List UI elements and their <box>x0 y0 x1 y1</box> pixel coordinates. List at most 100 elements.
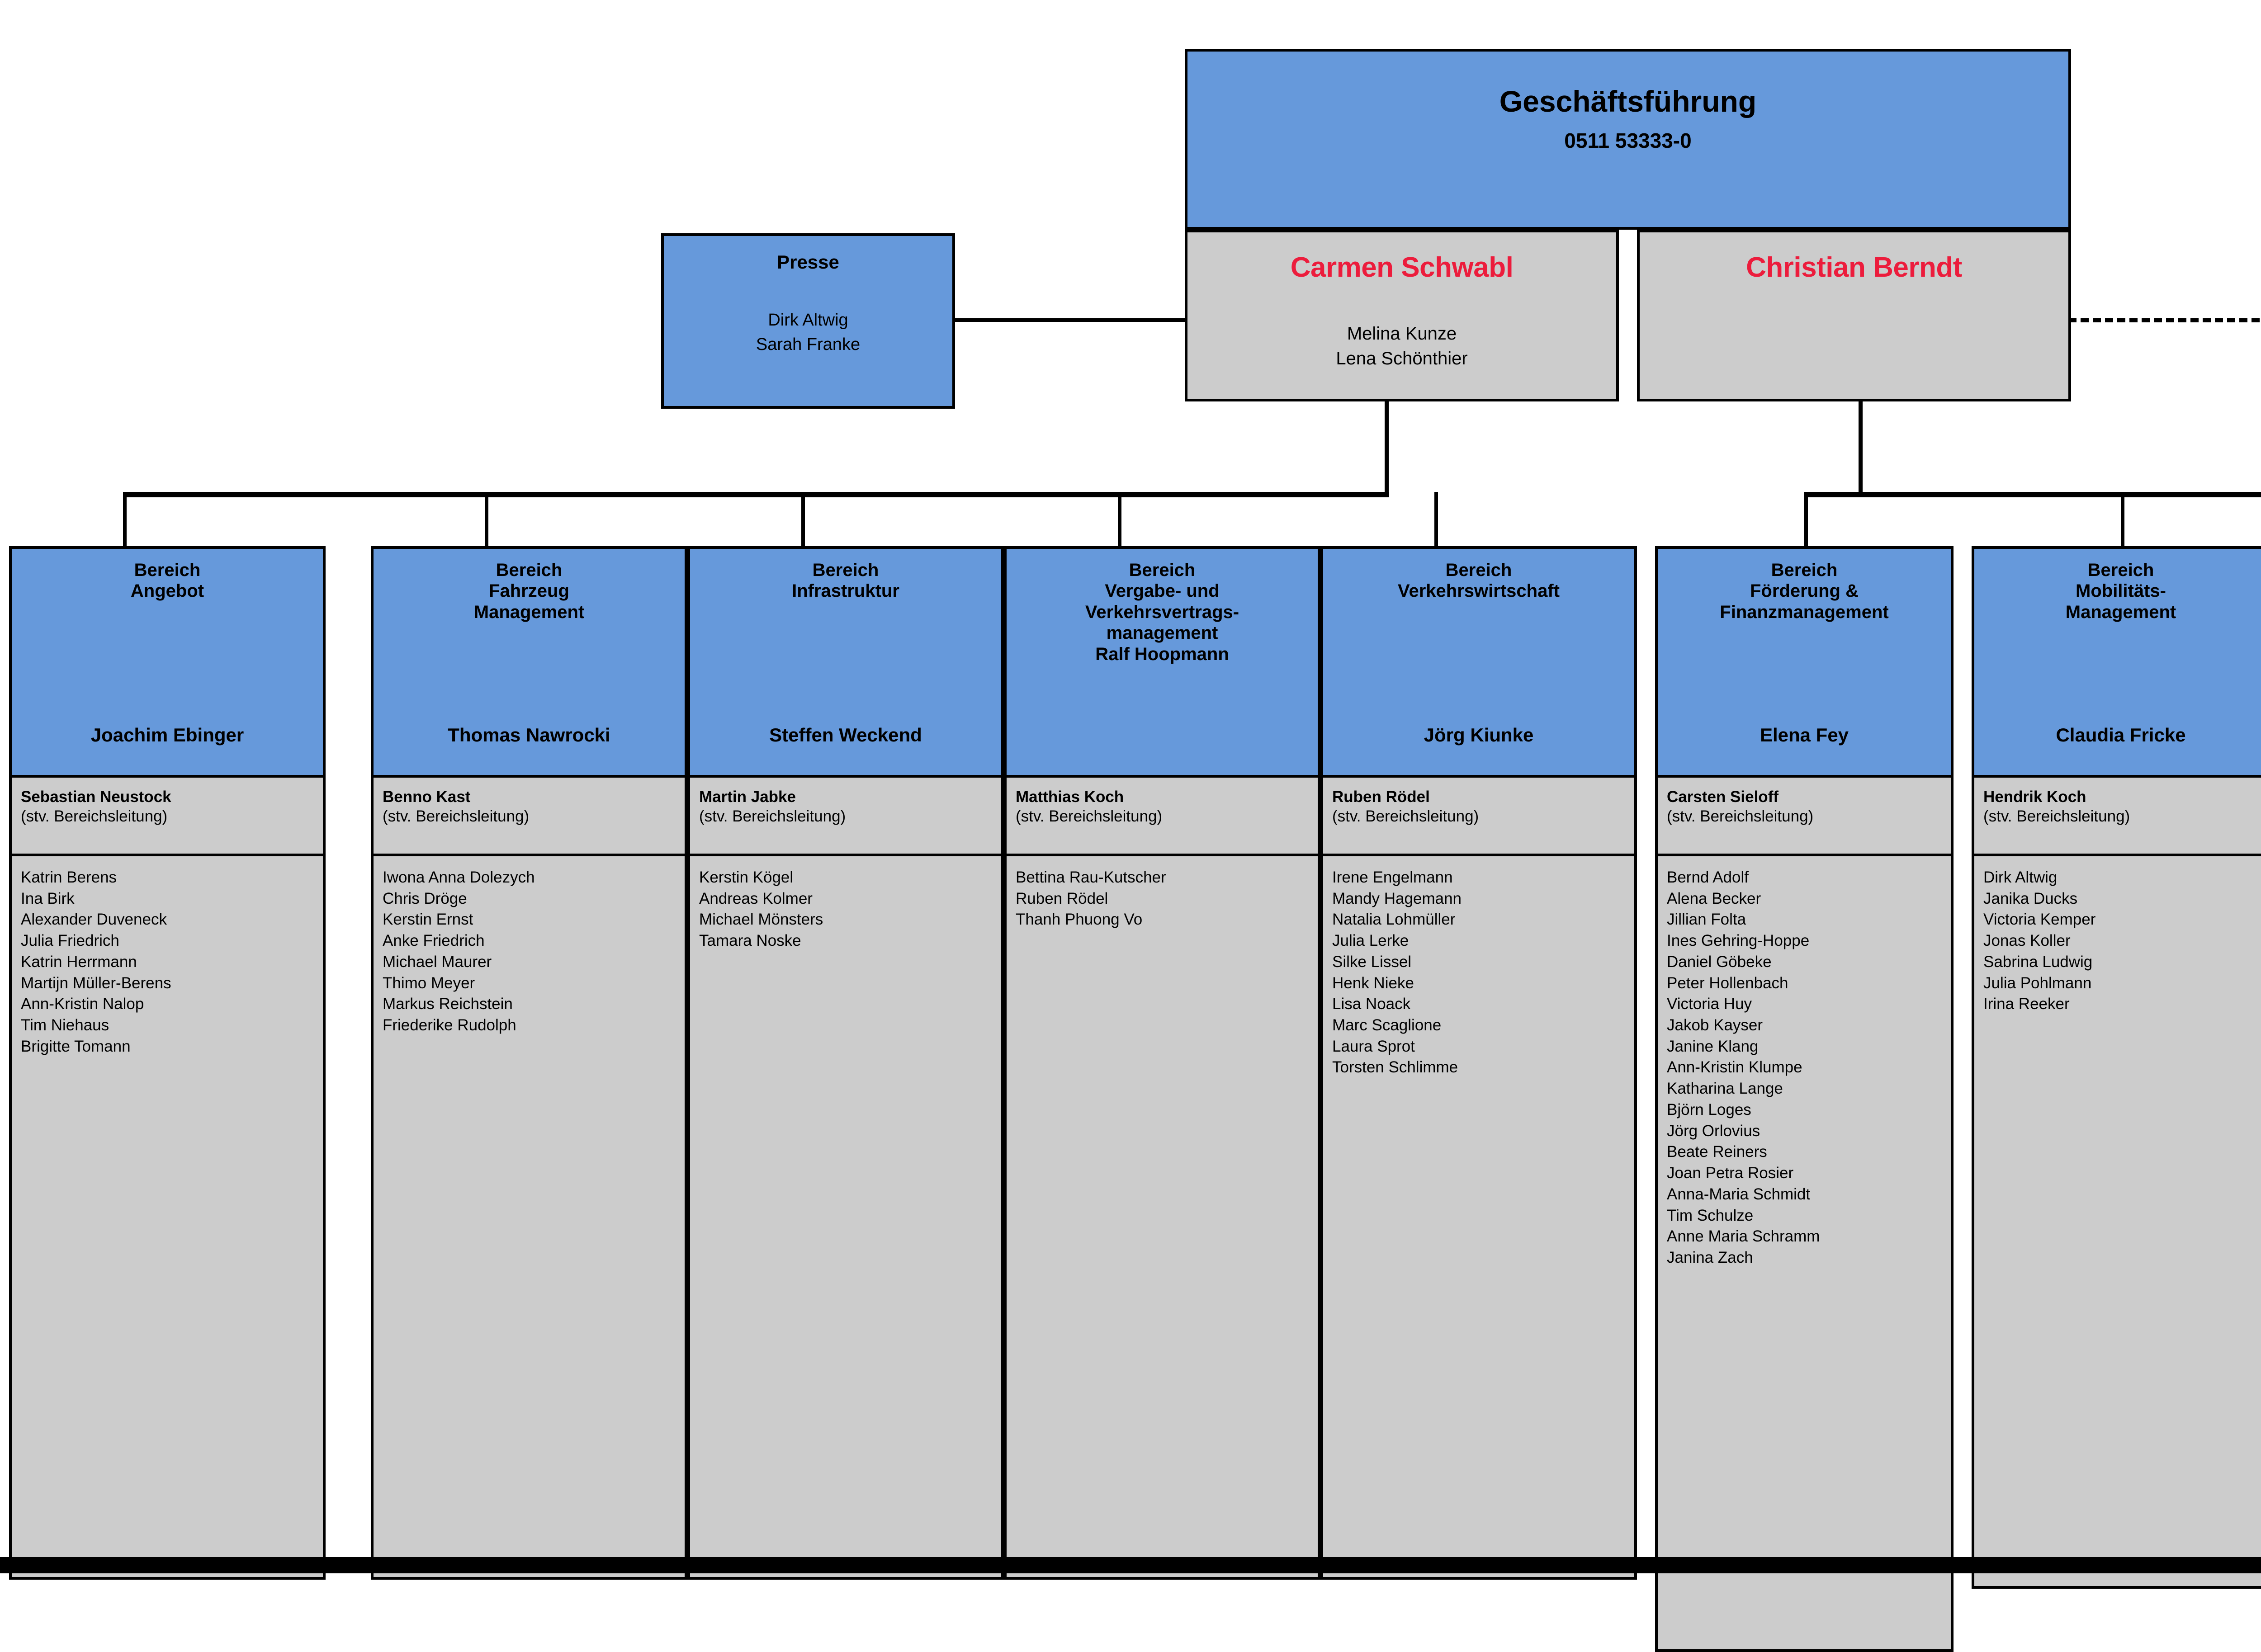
staff-member: Irina Reeker <box>1983 995 2070 1013</box>
staff-member: Janina Zach <box>1667 1248 1753 1266</box>
deputy-name: Sebastian Neustock <box>21 788 171 806</box>
geschaeftsfuehrung-box[interactable]: Geschäftsführung 0511 53333-0 <box>1185 49 2071 230</box>
department-deputy: Martin Jabke(stv. Bereichsleitung) <box>687 778 1004 856</box>
bottom-bar <box>0 1557 2261 1573</box>
connector-col4 <box>1118 492 1121 548</box>
staff-member: Julia Friedrich <box>21 932 119 950</box>
staff-member: Jakob Kayser <box>1667 1016 1763 1034</box>
department-deputy: Sebastian Neustock(stv. Bereichsleitung) <box>9 778 326 856</box>
staff-member: Torsten Schlimme <box>1332 1058 1458 1076</box>
deputy-role: (stv. Bereichsleitung) <box>699 807 846 825</box>
deputy-role: (stv. Bereichsleitung) <box>21 807 168 825</box>
connector-left-bus <box>123 492 1389 497</box>
staff-member: Silke Lissel <box>1332 953 1412 971</box>
staff-member: Brigitte Tomann <box>21 1037 131 1055</box>
staff-member: Mandy Hagemann <box>1332 889 1462 907</box>
staff-member: Katrin Berens <box>21 868 117 886</box>
connector-right-drop <box>1859 401 1863 496</box>
staff-member: Tamara Noske <box>699 932 801 950</box>
staff-member: Marc Scaglione <box>1332 1016 1442 1034</box>
deputy-name: Hendrik Koch <box>1983 788 2086 806</box>
staff-member: Anne Maria Schramm <box>1667 1227 1820 1246</box>
staff-member: Jörg Orlovius <box>1667 1122 1760 1140</box>
deputy-name: Martin Jabke <box>699 788 796 806</box>
staff-member: Katharina Lange <box>1667 1080 1783 1098</box>
deputy-name: Matthias Koch <box>1016 788 1124 806</box>
connector-right-bus <box>1804 492 2261 497</box>
department-lead-name: Thomas Nawrocki <box>448 724 610 746</box>
staff-member: Chris Dröge <box>383 889 467 907</box>
department-deputy: Matthias Koch(stv. Bereichsleitung) <box>1004 778 1320 856</box>
staff-member: Alexander Duveneck <box>21 911 167 929</box>
staff-member: Björn Loges <box>1667 1100 1751 1119</box>
connector-datenschutz-dashed <box>2068 318 2261 322</box>
staff-member: Jonas Koller <box>1983 932 2071 950</box>
department-lead-name: Steffen Weckend <box>769 724 922 746</box>
staff-member: Bernd Adolf <box>1667 868 1749 886</box>
deputy-role: (stv. Bereichsleitung) <box>383 807 530 825</box>
connector-col3 <box>801 492 805 548</box>
staff-member: Ann-Kristin Nalop <box>21 995 144 1013</box>
department-deputy: Ruben Rödel(stv. Bereichsleitung) <box>1320 778 1637 856</box>
department-deputy: Hendrik Koch(stv. Bereichsleitung) <box>1972 778 2261 856</box>
staff-member: Alena Becker <box>1667 889 1761 907</box>
staff-member: Janine Klang <box>1667 1037 1759 1055</box>
department-deputy: Benno Kast(stv. Bereichsleitung) <box>371 778 687 856</box>
geschaeftsfuehrung-phone: 0511 53333-0 <box>1564 129 1692 152</box>
staff-member: Jillian Folta <box>1667 911 1746 929</box>
staff-member: Michael Maurer <box>383 953 492 971</box>
managing-director-left-box[interactable]: Carmen Schwabl Melina Kunze Lena Schönth… <box>1185 230 1619 401</box>
connector-col2 <box>485 492 488 548</box>
connector-col7 <box>2121 492 2124 548</box>
staff-member: Tim Niehaus <box>21 1016 109 1034</box>
connector-presse <box>952 318 1187 322</box>
staff-member: Ann-Kristin Klumpe <box>1667 1058 1802 1076</box>
staff-member: Lisa Noack <box>1332 995 1411 1013</box>
staff-member: Dirk Altwig <box>1983 868 2058 886</box>
deputy-role: (stv. Bereichsleitung) <box>1667 807 1814 825</box>
staff-member: Irene Engelmann <box>1332 868 1453 886</box>
staff-member: Markus Reichstein <box>383 995 513 1013</box>
staff-member: Iwona Anna Dolezych <box>383 868 535 886</box>
staff-member: Janika Ducks <box>1983 889 2078 907</box>
staff-member: Michael Mönsters <box>699 911 823 929</box>
managing-director-right-name: Christian Berndt <box>1746 252 1962 283</box>
deputy-role: (stv. Bereichsleitung) <box>1983 807 2130 825</box>
assistant-name: Melina Kunze <box>1347 324 1457 344</box>
department-lead-name: Elena Fey <box>1760 724 1849 746</box>
staff-member: Natalia Lohmüller <box>1332 911 1456 929</box>
department-deputy: Carsten Sieloff(stv. Bereichsleitung) <box>1655 778 1954 856</box>
managing-director-left-name: Carmen Schwabl <box>1290 252 1514 283</box>
presse-box[interactable]: Presse Dirk Altwig Sarah Franke <box>661 233 955 409</box>
staff-member: Bettina Rau-Kutscher <box>1016 868 1166 886</box>
presse-title: Presse <box>777 251 839 273</box>
managing-director-right-box[interactable]: Christian Berndt <box>1637 230 2071 401</box>
staff-member: Sabrina Ludwig <box>1983 953 2093 971</box>
managing-director-left-assistants: Melina Kunze Lena Schönthier <box>1187 321 1616 371</box>
staff-member: Ina Birk <box>21 889 75 907</box>
connector-left-drop <box>1385 401 1389 496</box>
connector-col5 <box>1434 492 1438 548</box>
